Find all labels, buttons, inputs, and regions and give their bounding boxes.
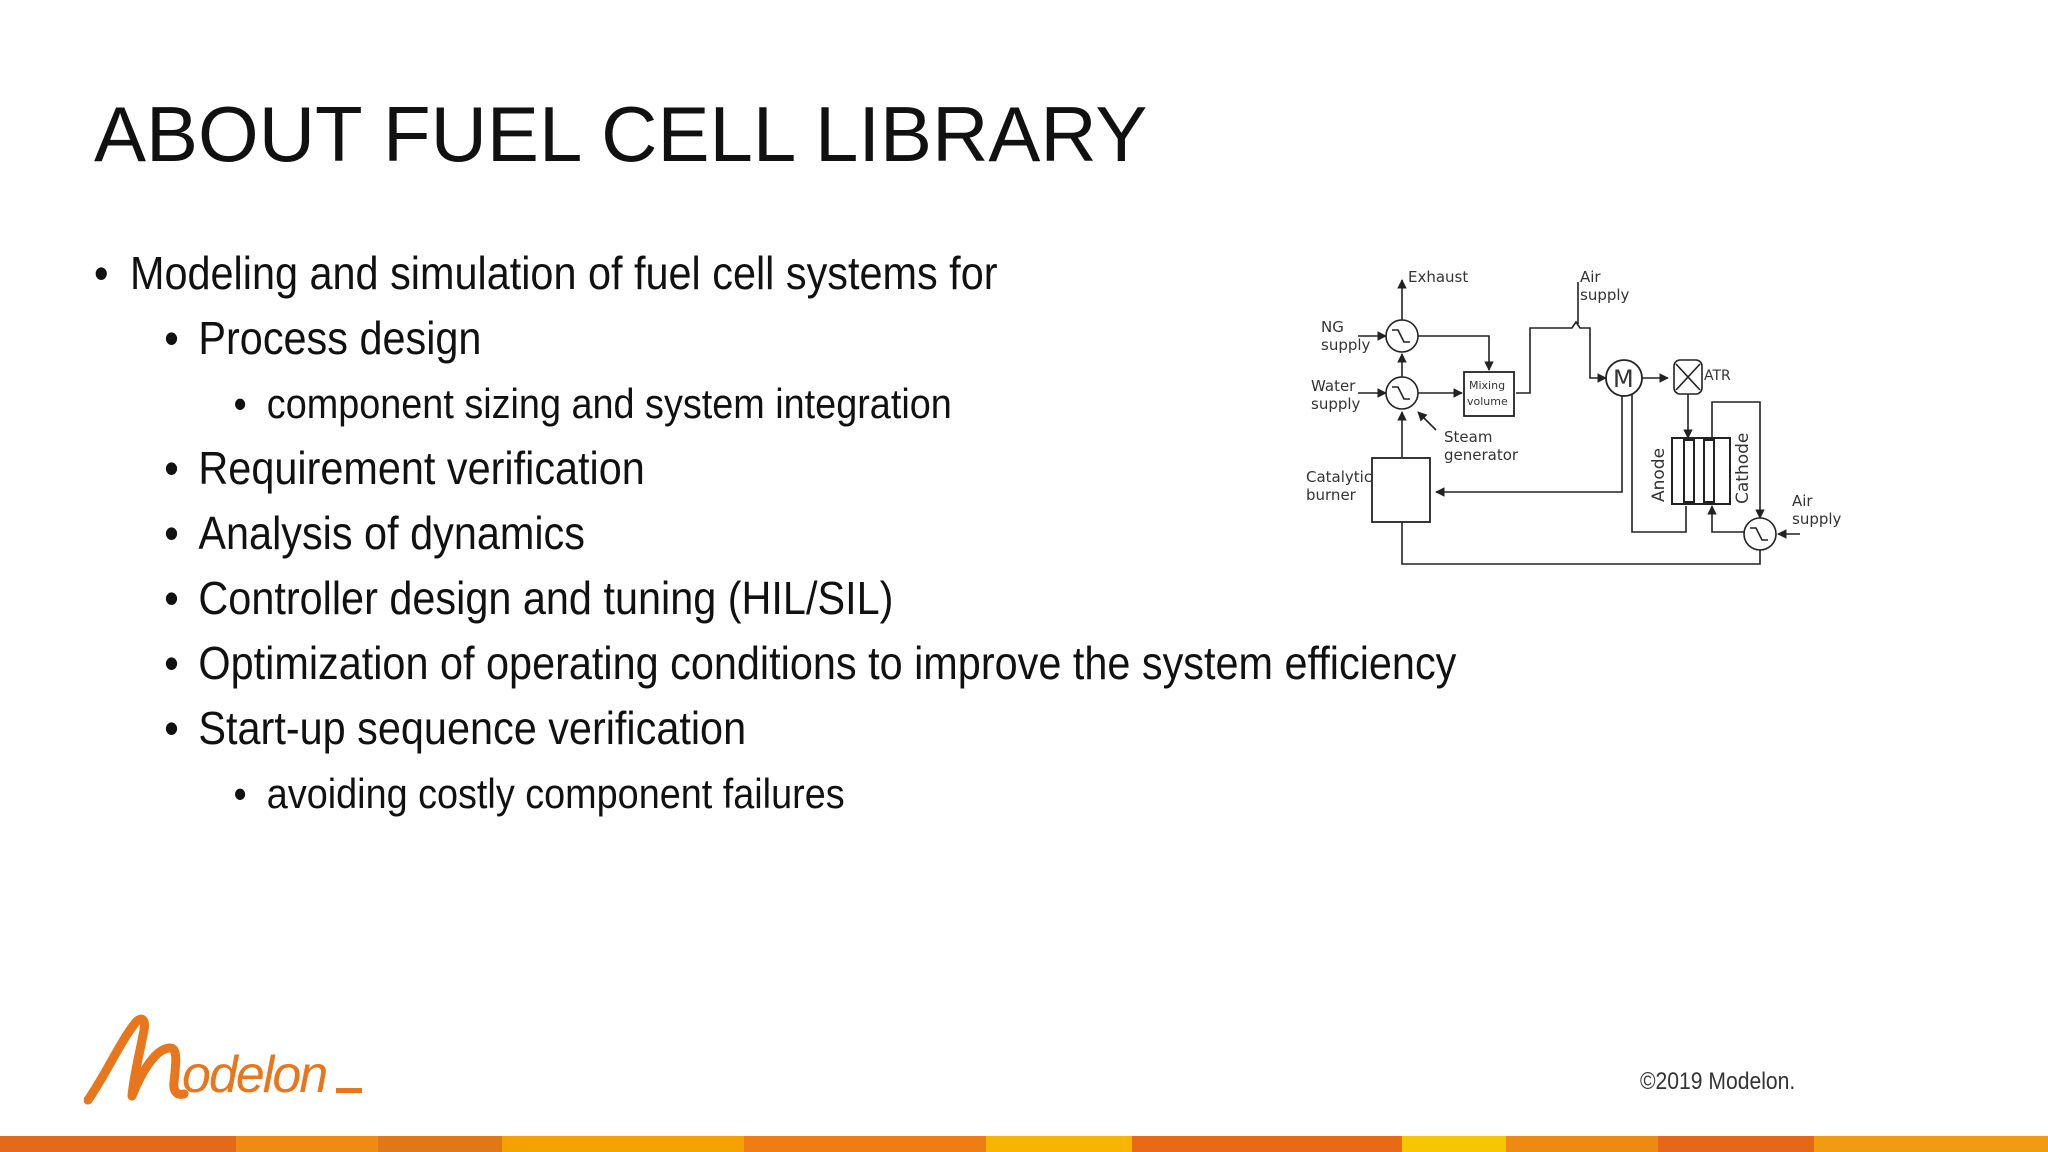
bullet-item: • Process design (94, 306, 1456, 371)
bullet-dot: • (164, 507, 179, 559)
water-heat-exchanger (1385, 376, 1419, 410)
bottom-return-line (1397, 505, 1761, 565)
steam-generator-pointer (1417, 411, 1437, 431)
bullet-dot: • (164, 442, 179, 494)
color-bar-segment (378, 1136, 502, 1152)
bullet-item: • component sizing and system integration (94, 371, 1456, 436)
anode-to-burner-line (1435, 392, 1623, 497)
bullet-text: Start-up sequence verification (198, 702, 747, 754)
modelon-logo: odelon (84, 1014, 362, 1105)
bullet-item: • avoiding costly component failures (94, 761, 1456, 826)
atr-reactor (1673, 359, 1703, 395)
color-bar-segment (744, 1136, 986, 1152)
bullet-item: • Analysis of dynamics (94, 501, 1456, 566)
compressor-symbol (1605, 359, 1643, 397)
atr-label: ATR (1704, 368, 1731, 384)
bullet-dot: • (94, 247, 109, 299)
modelon-logo-mark (84, 1014, 189, 1105)
bullet-text: Modeling and simulation of fuel cell sys… (130, 247, 998, 299)
bullet-item: • Start-up sequence verification (94, 696, 1456, 761)
modelon-logo-underscore (336, 1088, 362, 1093)
bullet-text: Process design (198, 312, 482, 364)
bullet-item: • Controller design and tuning (HIL/SIL) (94, 566, 1456, 631)
bullet-dot: • (164, 702, 179, 754)
compressor-label: M (1613, 365, 1634, 393)
bullet-text: component sizing and system integration (266, 380, 952, 427)
color-bar-segment (1402, 1136, 1506, 1152)
steam-generator-label-1: Steam (1444, 428, 1492, 446)
mixing-volume-box (1463, 371, 1515, 417)
color-bar-segment (502, 1136, 744, 1152)
color-bar-segment (1506, 1136, 1658, 1152)
bullet-list: • Modeling and simulation of fuel cell sy… (94, 240, 1608, 826)
copyright-notice: ©2019 Modelon. (1640, 1068, 1796, 1095)
steam-generator-label-2: generator (1444, 446, 1519, 464)
ng-heat-exchanger (1385, 319, 1419, 353)
bullet-dot: • (164, 637, 179, 689)
color-bar-segment (1658, 1136, 1814, 1152)
bullet-text: Requirement verification (198, 442, 645, 494)
air-supply-top-label-1: Air (1580, 268, 1601, 286)
air-supply-right-label-1: Air (1792, 492, 1813, 510)
compressor-loop-line (1631, 392, 1687, 533)
color-bar-segment (236, 1136, 378, 1152)
fuel-cell-system-diagram: Mixing volume M ATR Anode Cathode Exhaus… (1306, 268, 1842, 565)
water-supply-label-2: supply (1311, 395, 1361, 413)
fuel-cell-stack (1671, 437, 1731, 505)
bullet-dot: • (233, 770, 247, 817)
mixing-volume-label-2: volume (1467, 395, 1508, 408)
color-bar-segment (986, 1136, 1132, 1152)
ng-supply-label-2: supply (1321, 336, 1371, 354)
air-supply-right-label-2: supply (1792, 510, 1842, 528)
bullet-item: • Optimization of operating conditions to… (94, 631, 1456, 696)
mixing-to-compressor-line (1516, 320, 1607, 394)
bullet-dot: • (164, 572, 179, 624)
cathode-label: Cathode (1733, 433, 1753, 504)
bullet-text: Controller design and tuning (HIL/SIL) (198, 572, 894, 624)
bullet-item: • Modeling and simulation of fuel cell sy… (94, 240, 1456, 306)
water-supply-label-1: Water (1311, 377, 1356, 395)
bullet-text: avoiding costly component failures (266, 770, 845, 817)
mixing-volume-label-1: Mixing (1469, 379, 1505, 392)
ng-supply-label-1: NG (1321, 318, 1344, 336)
slide-title: ABOUT FUEL CELL LIBRARY (94, 90, 1148, 178)
color-bar-segment (0, 1136, 236, 1152)
color-bar-segment (1132, 1136, 1402, 1152)
exhaust-label: Exhaust (1408, 268, 1468, 286)
catalytic-burner-label-1: Catalytic (1306, 468, 1372, 486)
footer-color-bar (0, 1136, 2048, 1152)
bullet-dot: • (164, 312, 179, 364)
anode-label: Anode (1649, 448, 1669, 502)
cathode-return-line (1707, 505, 1744, 533)
catalytic-burner-label-2: burner (1306, 486, 1357, 504)
catalytic-burner-box (1371, 457, 1431, 523)
air-heat-exchanger (1743, 517, 1777, 551)
ng-to-mixing-line (1418, 335, 1494, 371)
air-supply-top-label-2: supply (1580, 286, 1630, 304)
bullet-text: Optimization of operating conditions to … (198, 637, 1457, 689)
cathode-top-line (1711, 401, 1765, 519)
color-bar-segment (1814, 1136, 2048, 1152)
bullet-dot: • (233, 380, 247, 427)
bullet-item: • Requirement verification (94, 436, 1456, 501)
modelon-logo-text: odelon (182, 1046, 326, 1104)
bullet-text: Analysis of dynamics (198, 507, 585, 559)
